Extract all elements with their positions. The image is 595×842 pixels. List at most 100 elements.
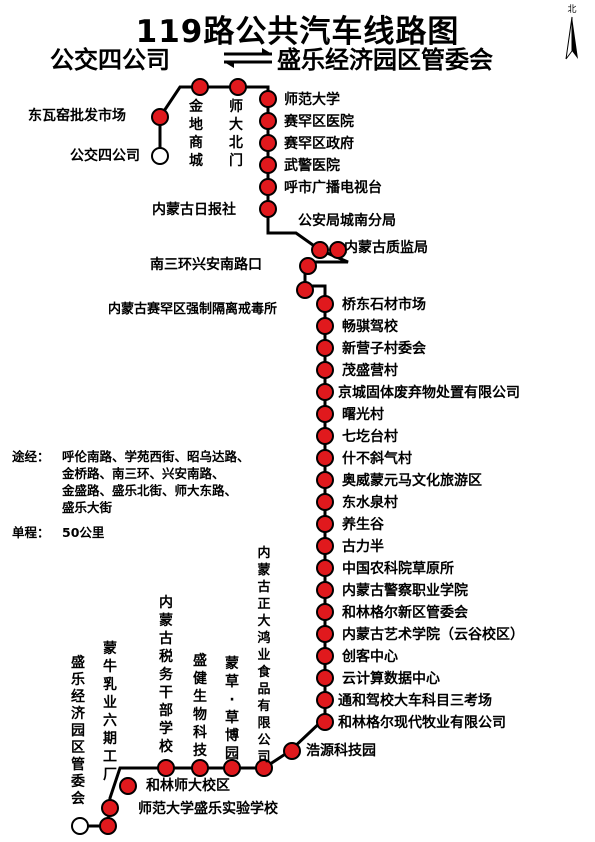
stop-marker-s36 xyxy=(255,759,273,777)
stop-label-s30: 内蒙古艺术学院（云谷校区） xyxy=(342,627,524,643)
stop-label-s27: 中国农科院草原所 xyxy=(342,561,454,577)
stop-marker-s19 xyxy=(316,383,334,401)
stop-label-s13: 南三环兴安南路口 xyxy=(150,257,262,273)
stop-label-s15: 桥东石材市场 xyxy=(342,297,426,313)
route-origin: 公交四公司 xyxy=(50,46,170,74)
stop-label-s42: 蒙牛乳业六期工厂 xyxy=(103,641,117,783)
via-line-3: 金盛路、盛乐北街、师大东路、 xyxy=(62,483,238,498)
stop-label-s32: 云计算数据中心 xyxy=(342,671,440,687)
stop-marker-s2 xyxy=(151,108,169,126)
stop-marker-s9 xyxy=(259,178,277,196)
stop-marker-s14 xyxy=(296,281,314,299)
map-title: 119路公共汽车线路图 xyxy=(135,14,460,50)
stop-label-s24: 东水泉村 xyxy=(342,495,398,511)
stop-marker-s39 xyxy=(157,759,175,777)
stop-label-s26: 古力半 xyxy=(342,539,384,555)
stop-marker-s31 xyxy=(316,647,334,665)
stop-label-s17: 新营子村委会 xyxy=(342,341,426,357)
stop-marker-s5 xyxy=(259,90,277,108)
stop-label-s39: 内蒙古税务干部学校 xyxy=(159,595,173,755)
stop-label-s4: 师大北门 xyxy=(229,99,243,169)
stop-label-s5: 师范大学 xyxy=(284,92,340,108)
stop-marker-s23 xyxy=(316,471,334,489)
distance-label: 单程： xyxy=(12,525,50,540)
stop-marker-s6 xyxy=(259,112,277,130)
stop-marker-s11 xyxy=(311,241,329,259)
stop-marker-s20 xyxy=(316,405,334,423)
stop-label-s31: 创客中心 xyxy=(342,649,398,665)
stop-marker-s27 xyxy=(316,559,334,577)
stop-marker-s16 xyxy=(316,317,334,335)
stop-label-s7: 赛罕区政府 xyxy=(284,136,354,152)
stop-label-s8: 武警医院 xyxy=(284,158,340,174)
stop-label-s25: 养生谷 xyxy=(342,517,384,533)
stop-label-s37: 蒙草·草博园 xyxy=(225,656,239,762)
stop-label-s6: 赛罕区医院 xyxy=(284,114,354,130)
via-line-2: 金桥路、南三环、兴安南路、 xyxy=(62,466,225,481)
stop-label-s3: 金地商城 xyxy=(189,99,203,169)
via-line-4: 盛乐大街 xyxy=(62,500,113,515)
stop-marker-s26 xyxy=(316,537,334,555)
stop-label-s29: 和林格尔新区管委会 xyxy=(342,605,468,621)
via-label: 途经： xyxy=(12,449,50,464)
north-arrow-icon: 北 xyxy=(560,2,584,69)
stop-label-s43: 盛乐经济园区管委会 xyxy=(71,655,85,807)
stop-marker-s3 xyxy=(191,78,209,96)
stop-marker-s12 xyxy=(329,241,347,259)
north-label: 北 xyxy=(567,5,577,15)
stop-label-s14: 内蒙古赛罕区强制隔离戒毒所 xyxy=(108,302,278,317)
stop-label-s1: 公交四公司 xyxy=(70,148,140,164)
stop-label-s19: 京城固体废弃物处置有限公司 xyxy=(338,385,520,401)
stop-marker-s35 xyxy=(283,742,301,760)
stop-marker-s28 xyxy=(316,581,334,599)
stop-label-s11: 公安局城南分局 xyxy=(298,213,396,229)
stop-label-s16: 畅骐驾校 xyxy=(342,319,398,335)
stop-marker-s40 xyxy=(119,777,137,795)
stop-marker-s34 xyxy=(316,713,334,731)
stop-label-s23: 奥威蒙元马文化旅游区 xyxy=(342,473,482,489)
via-line-1: 呼伦南路、学苑西街、昭乌达路、 xyxy=(62,449,250,464)
stop-marker-s30 xyxy=(316,625,334,643)
stop-label-s10: 内蒙古日报社 xyxy=(152,202,236,218)
bidirectional-arrows-icon xyxy=(224,48,272,68)
stop-marker-s21 xyxy=(316,427,334,445)
terminal-marker-s1 xyxy=(151,147,169,165)
route-destination: 盛乐经济园区管委会 xyxy=(277,46,493,74)
stop-label-s20: 曙光村 xyxy=(342,407,384,423)
stop-label-s38: 盛健生物科技 xyxy=(193,653,207,759)
stop-label-s35: 浩源科技园 xyxy=(306,743,376,759)
stop-marker-s25 xyxy=(316,515,334,533)
stop-marker-s15 xyxy=(316,295,334,313)
stop-label-s28: 内蒙古警察职业学院 xyxy=(342,583,468,599)
terminal-marker-s43 xyxy=(71,817,89,835)
stop-marker-s33 xyxy=(316,691,334,709)
stop-marker-s42 xyxy=(99,817,117,835)
stop-marker-s10 xyxy=(259,200,277,218)
stop-marker-s4 xyxy=(229,78,247,96)
stop-label-s40: 和林师大校区 xyxy=(146,778,230,794)
stop-marker-s29 xyxy=(316,603,334,621)
stop-marker-s41 xyxy=(101,799,119,817)
stop-label-s2: 东瓦窑批发市场 xyxy=(28,108,126,124)
stop-marker-s18 xyxy=(316,361,334,379)
stop-marker-s17 xyxy=(316,339,334,357)
stop-label-s22: 什不斜气村 xyxy=(342,451,412,467)
stop-marker-s32 xyxy=(316,669,334,687)
stop-marker-s38 xyxy=(191,759,209,777)
stop-marker-s24 xyxy=(316,493,334,511)
stop-marker-s37 xyxy=(223,759,241,777)
stop-marker-s22 xyxy=(316,449,334,467)
stop-marker-s8 xyxy=(259,156,277,174)
stop-label-s36: 内蒙古正大鸿业食品有限公司 xyxy=(257,546,271,765)
stop-label-s9: 呼市广播电视台 xyxy=(284,180,382,196)
stop-label-s41: 师范大学盛乐实验学校 xyxy=(138,801,278,817)
stop-label-s33: 通和驾校大车科目三考场 xyxy=(338,693,492,709)
stop-marker-s7 xyxy=(259,134,277,152)
stop-marker-s13 xyxy=(299,257,317,275)
distance-value: 50公里 xyxy=(62,525,105,540)
stop-label-s18: 茂盛营村 xyxy=(342,363,398,379)
stop-label-s21: 七圪台村 xyxy=(342,429,398,445)
stop-label-s34: 和林格尔现代牧业有限公司 xyxy=(338,715,506,731)
stop-label-s12: 内蒙古质监局 xyxy=(344,240,428,256)
